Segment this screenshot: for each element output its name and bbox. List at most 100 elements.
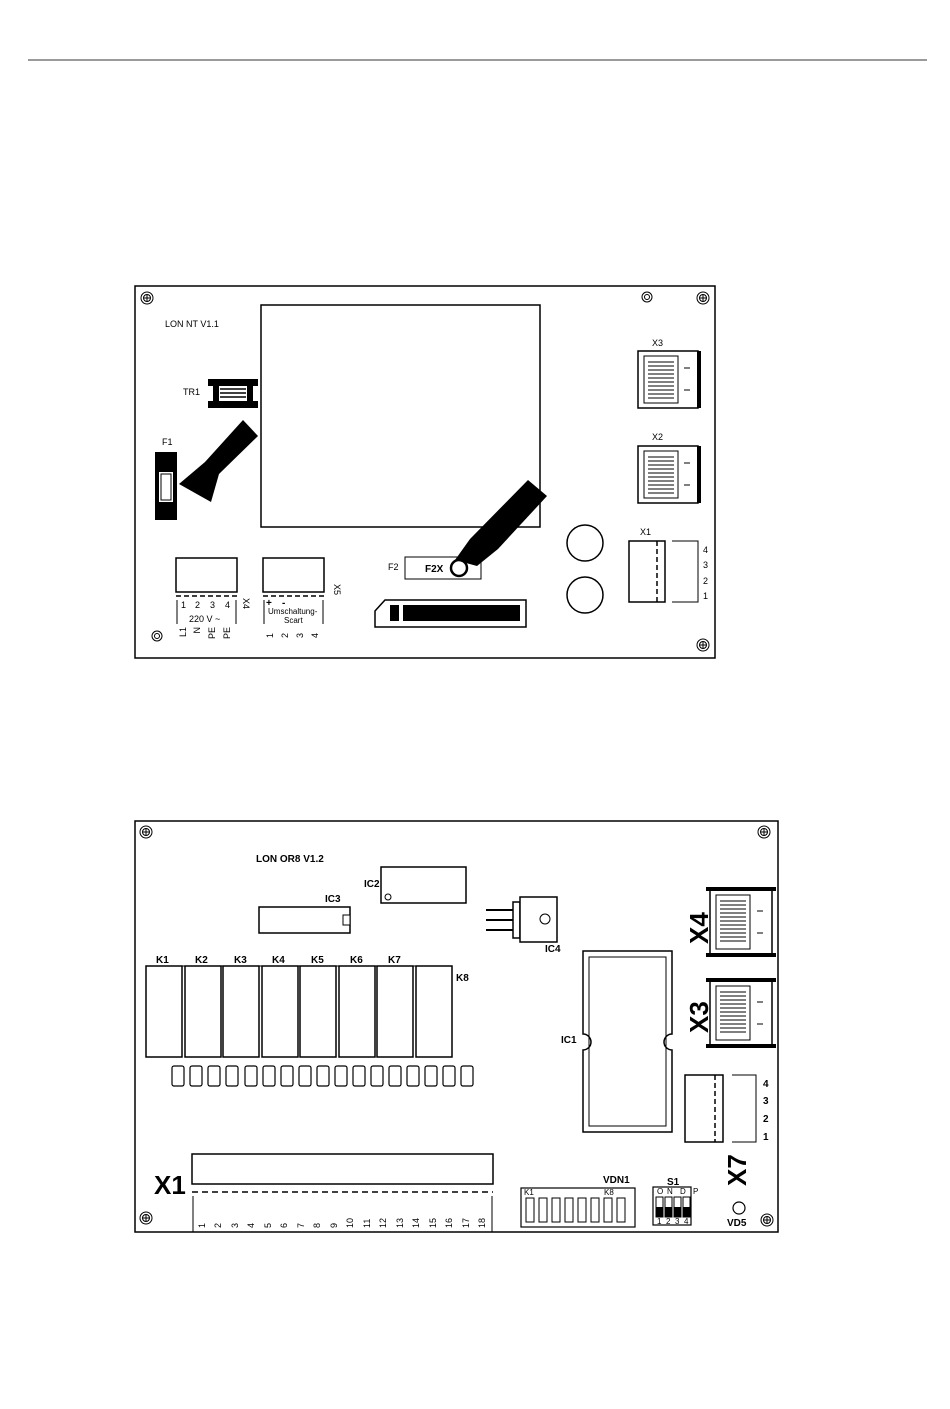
board-lon-nt: LON NT V1.1 TR1 F1 X3 — [135, 286, 715, 658]
mount-screw — [761, 1214, 773, 1226]
x1-label: X1 — [154, 1170, 186, 1200]
ic3-label: IC3 — [325, 894, 341, 905]
x3-label: X3 — [652, 338, 663, 348]
s1-pin: 4 — [684, 1217, 689, 1226]
relay-label: K2 — [195, 955, 208, 966]
s1-pin: 3 — [675, 1217, 680, 1226]
board-title: LON NT V1.1 — [165, 319, 219, 329]
transformer-block — [261, 305, 540, 527]
relay — [223, 966, 259, 1057]
relay — [146, 966, 182, 1057]
relay-label: K3 — [234, 955, 247, 966]
x1-pin: 10 — [345, 1218, 355, 1228]
vdn1-k1: K1 — [524, 1188, 534, 1197]
capacitor — [567, 577, 603, 613]
x1-pin: 2 — [213, 1223, 223, 1228]
x5-pin: 2 — [280, 633, 290, 638]
x4-signal: N — [192, 627, 202, 634]
x1-label: X1 — [640, 527, 651, 537]
capacitor — [567, 525, 603, 561]
x1-pin: 14 — [411, 1218, 421, 1228]
mount-hole — [642, 292, 652, 302]
x1-pin: 8 — [312, 1223, 322, 1228]
x5-label-umschaltung: Umschaltung- — [268, 607, 318, 616]
mount-screw — [697, 639, 709, 651]
relay — [416, 966, 452, 1057]
x5-label-scart: Scart — [284, 616, 303, 625]
x4-pin: 2 — [195, 600, 200, 610]
relay-bank: K1 K2 K3 K4 K5 K6 K7 K8 — [146, 955, 469, 1057]
x4-pin: 1 — [181, 600, 186, 610]
s1-d: D — [680, 1187, 686, 1196]
resistor-row — [172, 1066, 473, 1086]
f2x-label: F2X — [425, 564, 444, 575]
x1-pin: 13 — [395, 1218, 405, 1228]
x4-voltage-label: 220 V ~ — [189, 614, 220, 624]
x4-pin: 4 — [225, 600, 230, 610]
x5-pin: 3 — [295, 633, 305, 638]
x5-pin: 4 — [310, 633, 320, 638]
x1-pin: 1 — [197, 1223, 207, 1228]
tr1-label: TR1 — [183, 387, 200, 397]
relay — [185, 966, 221, 1057]
relay — [339, 966, 375, 1057]
relay-label: K1 — [156, 955, 169, 966]
mount-hole — [152, 631, 162, 641]
x4-signal: PE — [207, 627, 217, 639]
relay-label: K5 — [311, 955, 324, 966]
x7-pin: 1 — [763, 1132, 769, 1143]
x1-pin: 12 — [378, 1218, 388, 1228]
x1-pin: 17 — [461, 1218, 471, 1228]
relay-label: K4 — [272, 955, 285, 966]
x7-label: X7 — [722, 1154, 752, 1186]
x1-pin: 3 — [230, 1223, 240, 1228]
x7-pin: 2 — [763, 1114, 769, 1125]
x1-pin: 1 — [703, 591, 708, 601]
x2-label: X2 — [652, 432, 663, 442]
f2-label: F2 — [388, 562, 399, 572]
x1-pin: 18 — [477, 1218, 487, 1228]
x1-pin: 6 — [279, 1223, 289, 1228]
x1-pin: 2 — [703, 576, 708, 586]
x7-pin: 4 — [763, 1079, 769, 1090]
relay-label: K6 — [350, 955, 363, 966]
relay — [300, 966, 336, 1057]
s1-pin: 2 — [666, 1217, 671, 1226]
x1-pin: 3 — [703, 560, 708, 570]
mount-screw — [140, 826, 152, 838]
x4-signal: PE — [222, 627, 232, 639]
x4-pin: 3 — [210, 600, 215, 610]
x1-pin: 4 — [703, 545, 708, 555]
x4-signal: L1 — [178, 627, 188, 637]
s1-pin: 1 — [657, 1217, 662, 1226]
x1-pin: 5 — [263, 1223, 273, 1228]
ic1-label: IC1 — [561, 1035, 577, 1046]
mount-screw — [140, 1212, 152, 1224]
board-title: LON OR8 V1.2 — [256, 854, 324, 865]
x4-label: X4 — [241, 598, 251, 609]
ic4-label: IC4 — [545, 944, 561, 955]
x1-pin: 16 — [444, 1218, 454, 1228]
vdn1-label: VDN1 — [603, 1175, 630, 1186]
x1-pin: 15 — [428, 1218, 438, 1228]
mount-screw — [697, 292, 709, 304]
relay-label: K8 — [456, 973, 469, 984]
relay — [377, 966, 413, 1057]
x1-pin: 11 — [362, 1219, 372, 1228]
vd5-label: VD5 — [727, 1218, 747, 1229]
mount-screw — [141, 292, 153, 304]
s1-n: N — [667, 1187, 673, 1196]
mount-screw — [758, 826, 770, 838]
x1-pin: 7 — [296, 1223, 306, 1228]
x5-pin: 1 — [265, 633, 275, 638]
x1-pin: 4 — [246, 1223, 256, 1228]
s1-on: O — [657, 1187, 663, 1196]
relay-label: K7 — [388, 955, 401, 966]
f1-label: F1 — [162, 437, 173, 447]
relay — [262, 966, 298, 1057]
edge-slot — [375, 600, 526, 627]
x7-pin: 3 — [763, 1096, 769, 1107]
board-lon-or8: LON OR8 V1.2 IC2 IC3 IC4 X4 — [135, 821, 778, 1232]
vdn1-k8: K8 — [604, 1188, 614, 1197]
